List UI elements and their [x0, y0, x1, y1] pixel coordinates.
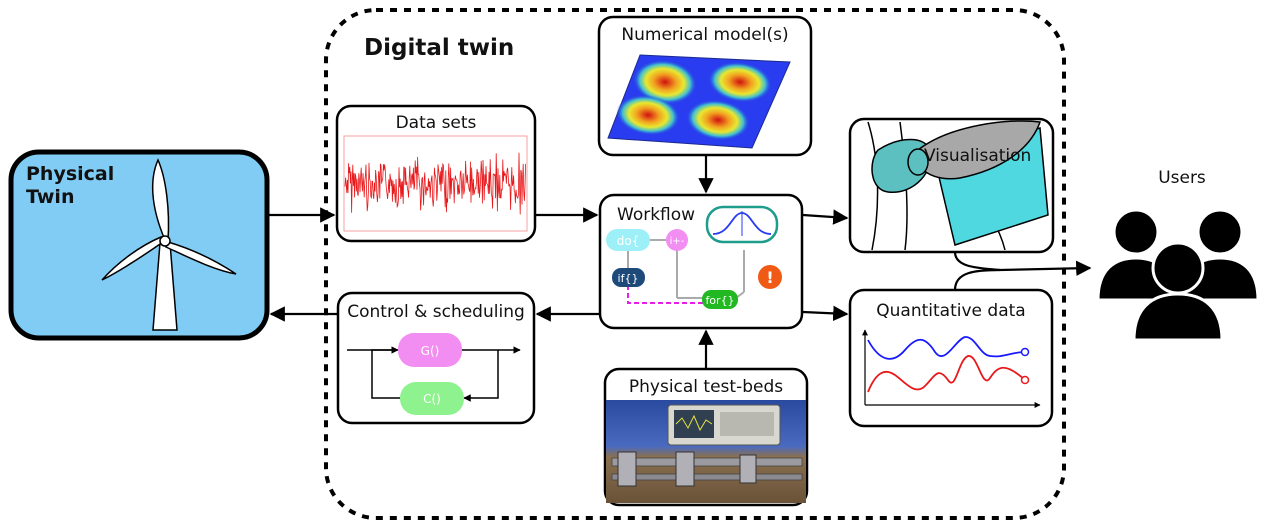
data-sets-box: Data sets: [335, 104, 537, 243]
workflow-for-node: for{}: [702, 290, 738, 309]
svg-text:C(): C(): [423, 392, 441, 406]
c-block: C(): [400, 382, 464, 415]
arrow-workflow-to-visualisation: [802, 209, 849, 225]
quantitative-red-line: [867, 355, 1026, 393]
flow-arrows: [269, 156, 1092, 368]
physical-twin-box: Physical Twin: [8, 149, 270, 341]
numerical-models-label: Numerical model(s): [621, 25, 788, 45]
physical-testbeds-box: Physical test-beds: [603, 367, 809, 507]
testbed-photo: [606, 400, 806, 503]
alert-icon: !: [758, 265, 782, 289]
quantitative-data-label: Quantitative data: [876, 301, 1025, 321]
physical-twin-label-line2: Twin: [26, 186, 74, 208]
workflow-distribution-icon: [705, 205, 779, 244]
control-scheduling-label: Control & scheduling: [347, 302, 525, 322]
svg-text:for{}: for{}: [705, 294, 734, 307]
vr-user-icon: [867, 120, 1049, 251]
workflow-if-node: if{}: [612, 268, 645, 287]
wind-turbine-icon: [101, 158, 237, 331]
svg-text:!: !: [766, 268, 773, 287]
control-scheduling-box: Control & scheduling G() C(): [336, 291, 536, 425]
arrow-workflow-to-quantitative: [802, 305, 849, 322]
svg-text:i+-: i+-: [670, 236, 685, 247]
svg-text:if{}: if{}: [618, 272, 639, 285]
numerical-models-box: Numerical model(s): [597, 15, 813, 157]
physical-testbeds-label: Physical test-beds: [629, 377, 783, 397]
workflow-label: Workflow: [617, 205, 695, 225]
digital-twin-title: Digital twin: [364, 35, 514, 61]
workflow-do-node: do{: [606, 229, 650, 251]
users-icon: [1096, 208, 1260, 342]
quantitative-blue-line: [867, 336, 1026, 360]
data-sets-label: Data sets: [396, 113, 477, 133]
physical-twin-label-line1: Physical: [26, 163, 114, 185]
svg-text:do{: do{: [617, 234, 640, 248]
svg-text:G(): G(): [421, 344, 440, 358]
workflow-increment-node: i+-: [666, 229, 688, 251]
quantitative-data-box: Quantitative data: [848, 288, 1054, 428]
visualisation-label: Visualisation: [924, 146, 1031, 166]
users-label: Users: [1158, 168, 1206, 188]
g-block: G(): [398, 333, 462, 367]
workflow-box: Workflow do{ i+- if{} for{}: [598, 193, 804, 330]
fem-plate-plot: [607, 54, 791, 149]
visualisation-box: Visualisation: [848, 117, 1055, 254]
arrow-outputs-to-users: [953, 251, 1092, 277]
data-sets-signal: [344, 152, 526, 215]
